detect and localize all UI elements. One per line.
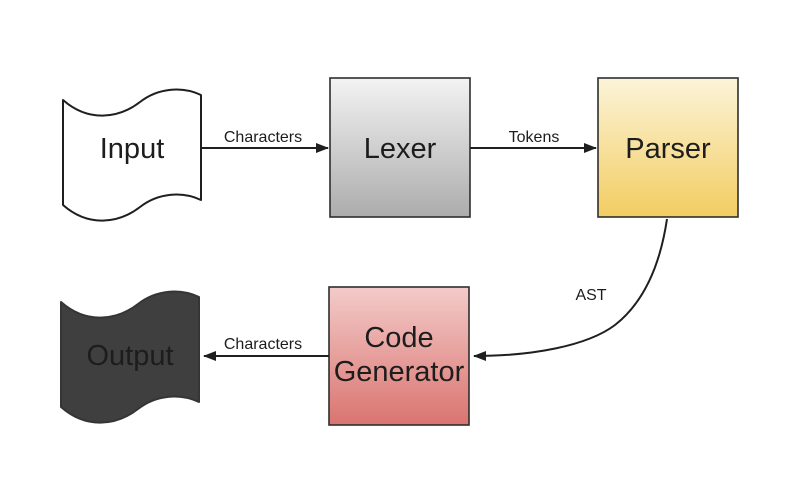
node-label-output: Output bbox=[86, 340, 173, 372]
node-input: Input bbox=[62, 88, 202, 222]
edge-label-tokens: Tokens bbox=[509, 129, 560, 146]
code-generator-box bbox=[328, 286, 470, 426]
node-lexer: Lexer bbox=[329, 77, 471, 218]
input-tape-shape bbox=[62, 88, 202, 222]
arrow-parser-to-code-generator bbox=[473, 218, 668, 361]
edge-input-to-lexer: Characters bbox=[201, 129, 329, 153]
edge-label-ast: AST bbox=[575, 287, 606, 304]
node-label-code: Code bbox=[364, 322, 433, 354]
edge-label-characters-bottom: Characters bbox=[224, 336, 302, 353]
edge-code-generator-to-output: Characters bbox=[203, 336, 329, 361]
parser-box bbox=[597, 77, 739, 218]
node-label-generator: Generator bbox=[334, 356, 465, 388]
node-label-parser: Parser bbox=[625, 133, 711, 165]
lexer-box bbox=[329, 77, 471, 218]
node-code-generator: Code Generator bbox=[328, 286, 470, 426]
edge-lexer-to-parser: Tokens bbox=[470, 129, 597, 153]
node-output: Output bbox=[60, 290, 200, 424]
node-label-input: Input bbox=[100, 133, 165, 165]
node-parser: Parser bbox=[597, 77, 739, 218]
edge-parser-to-code-generator: AST bbox=[473, 218, 668, 361]
edge-label-characters-top: Characters bbox=[224, 129, 302, 146]
output-tape-shape bbox=[60, 290, 200, 424]
node-label-lexer: Lexer bbox=[364, 133, 437, 165]
